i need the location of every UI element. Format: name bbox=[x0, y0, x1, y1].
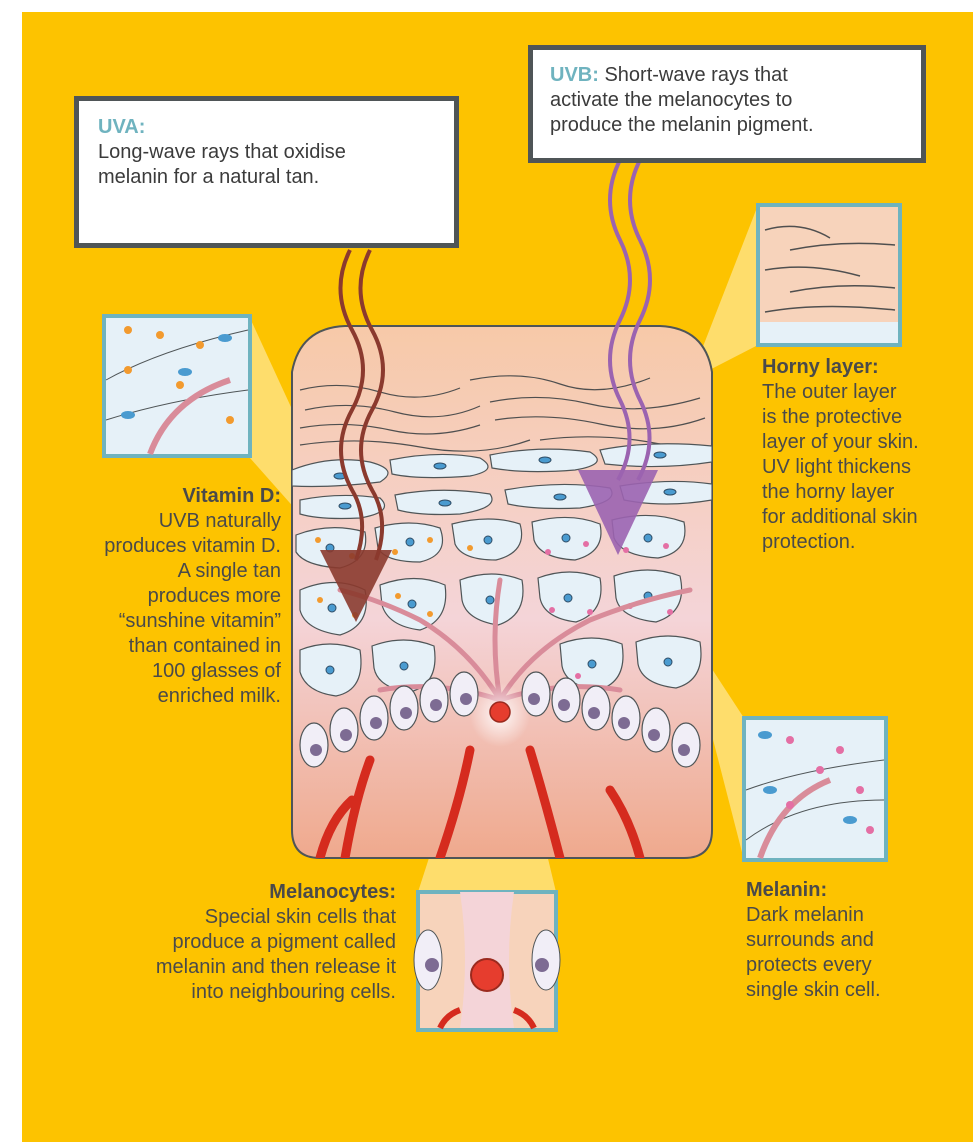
inset-melanin bbox=[744, 718, 886, 860]
melanin-line: surrounds and bbox=[746, 928, 946, 953]
melanocytes-title: Melanocytes: bbox=[60, 880, 396, 905]
uvb-line-2: activate the melanocytes to bbox=[550, 88, 904, 113]
horny-line: for additional skin bbox=[762, 505, 972, 530]
vitamin-d-label: Vitamin D: UVB naturally produces vitami… bbox=[0, 484, 281, 709]
horny-layer-title: Horny layer: bbox=[762, 355, 972, 380]
melanocytes-line: Special skin cells that bbox=[60, 905, 396, 930]
uvb-line-1: UVB: Short-wave rays that bbox=[550, 63, 904, 88]
melanocytes-line: into neighbouring cells. bbox=[60, 980, 396, 1005]
melanocytes-label: Melanocytes: Special skin cells that pro… bbox=[60, 880, 396, 1005]
melanocyte-nucleus bbox=[490, 702, 510, 722]
vitamin-d-line: “sunshine vitamin” bbox=[0, 609, 281, 634]
horny-line: The outer layer bbox=[762, 380, 972, 405]
melanin-line: single skin cell. bbox=[746, 978, 946, 1003]
vitamin-d-title: Vitamin D: bbox=[0, 484, 281, 509]
inset-melanocytes bbox=[414, 892, 560, 1030]
vitamin-d-line: produces more bbox=[0, 584, 281, 609]
vitamin-d-line: A single tan bbox=[0, 559, 281, 584]
uvb-line-3: produce the melanin pigment. bbox=[550, 113, 904, 138]
melanin-title: Melanin: bbox=[746, 878, 946, 903]
inset-vitamin-d bbox=[104, 316, 250, 456]
uva-title: UVA: bbox=[98, 115, 435, 140]
uva-callout: UVA: Long-wave rays that oxidise melanin… bbox=[74, 96, 459, 248]
melanocytes-line: melanin and then release it bbox=[60, 955, 396, 980]
horny-line: the horny layer bbox=[762, 480, 972, 505]
horny-line: UV light thickens bbox=[762, 455, 972, 480]
vitamin-d-line: 100 glasses of bbox=[0, 659, 281, 684]
horny-layer-label: Horny layer: The outer layer is the prot… bbox=[762, 355, 972, 555]
inset-horny-layer bbox=[758, 205, 900, 345]
horny-line: is the protective bbox=[762, 405, 972, 430]
vitamin-d-line: than contained in bbox=[0, 634, 281, 659]
uvb-first: Short-wave rays that bbox=[604, 64, 787, 86]
uvb-title: UVB: bbox=[550, 64, 599, 86]
melanin-line: Dark melanin bbox=[746, 903, 946, 928]
uvb-callout: UVB: Short-wave rays that activate the m… bbox=[528, 45, 926, 163]
melanin-line: protects every bbox=[746, 953, 946, 978]
melanin-label: Melanin: Dark melanin surrounds and prot… bbox=[746, 878, 946, 1003]
vitamin-d-line: UVB naturally bbox=[0, 509, 281, 534]
vitamin-d-line: enriched milk. bbox=[0, 684, 281, 709]
uva-line-2: melanin for a natural tan. bbox=[98, 165, 435, 190]
horny-line: protection. bbox=[762, 530, 972, 555]
uva-line-1: Long-wave rays that oxidise bbox=[98, 140, 435, 165]
horny-line: layer of your skin. bbox=[762, 430, 972, 455]
vitamin-d-line: produces vitamin D. bbox=[0, 534, 281, 559]
melanocytes-line: produce a pigment called bbox=[60, 930, 396, 955]
